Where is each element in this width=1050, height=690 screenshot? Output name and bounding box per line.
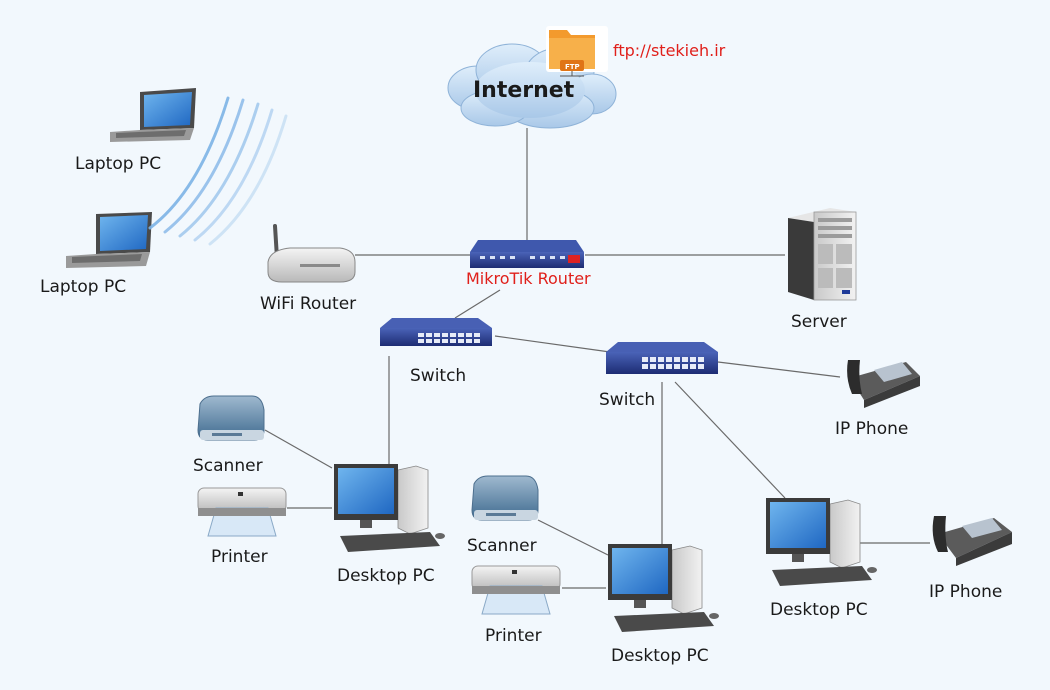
ip-phone-2[interactable]: IP Phone bbox=[929, 516, 1012, 602]
ip-phone-label: IP Phone bbox=[929, 582, 1002, 602]
scanner-label: Scanner bbox=[467, 536, 537, 556]
switch-2[interactable]: Switch bbox=[599, 342, 718, 410]
laptop-label: Laptop PC bbox=[40, 277, 126, 297]
laptop-icon bbox=[110, 88, 196, 142]
desktop-1[interactable]: Desktop PC bbox=[334, 464, 445, 586]
scanner-icon bbox=[197, 395, 265, 441]
desktop-pc-icon bbox=[766, 498, 877, 586]
link-router-switch1 bbox=[454, 289, 501, 319]
laptop-label: Laptop PC bbox=[75, 154, 161, 174]
laptop-2[interactable]: Laptop PC bbox=[40, 212, 152, 297]
laptop-1[interactable]: Laptop PC bbox=[75, 88, 196, 174]
laptop-icon bbox=[66, 212, 152, 268]
switch-1[interactable]: Switch bbox=[380, 318, 492, 386]
printer-1[interactable]: Printer bbox=[197, 487, 287, 567]
ip-phone-label: IP Phone bbox=[835, 419, 908, 439]
scanner-2[interactable]: Scanner bbox=[467, 475, 539, 556]
mikrotik-router[interactable]: MikroTik Router bbox=[466, 240, 591, 288]
wifi-signal-icon bbox=[148, 96, 288, 246]
server-icon bbox=[788, 208, 857, 301]
switch-icon bbox=[606, 342, 718, 374]
link-switch2-desktop3 bbox=[674, 381, 786, 499]
scanner-1[interactable]: Scanner bbox=[193, 395, 265, 476]
printer-icon bbox=[471, 565, 561, 615]
desktop-pc-label: Desktop PC bbox=[337, 566, 435, 586]
scanner-label: Scanner bbox=[193, 456, 263, 476]
server[interactable]: Server bbox=[788, 208, 857, 332]
printer-icon bbox=[197, 487, 287, 537]
desktop-3[interactable]: Desktop PC bbox=[766, 498, 877, 620]
ip-phone-icon bbox=[932, 516, 1012, 566]
link-switch2-phone1 bbox=[717, 361, 841, 378]
router-label: MikroTik Router bbox=[466, 269, 591, 288]
desktop-pc-label: Desktop PC bbox=[770, 600, 868, 620]
internet-label: Internet bbox=[473, 78, 575, 103]
router-icon bbox=[470, 240, 584, 268]
wifi-router-icon bbox=[267, 224, 356, 283]
server-label: Server bbox=[791, 312, 847, 332]
desktop-pc-icon bbox=[334, 464, 445, 552]
printer-label: Printer bbox=[485, 626, 542, 646]
link-switch1-switch2 bbox=[494, 335, 611, 353]
printer-2[interactable]: Printer bbox=[471, 565, 561, 646]
desktop-pc-icon bbox=[608, 544, 719, 632]
wifi-router-label: WiFi Router bbox=[260, 294, 356, 314]
internet-cloud: Internet bbox=[447, 43, 617, 129]
desktop-pc-label: Desktop PC bbox=[611, 646, 709, 666]
ip-phone-1[interactable]: IP Phone bbox=[835, 360, 920, 439]
printer-label: Printer bbox=[211, 547, 268, 567]
cloud-icon bbox=[447, 43, 617, 129]
scanner-icon bbox=[471, 475, 539, 521]
switch-icon bbox=[380, 318, 492, 346]
ip-phone-icon bbox=[847, 360, 920, 408]
link-scanner1-desktop1 bbox=[264, 429, 333, 469]
wifi-router[interactable]: WiFi Router bbox=[260, 224, 356, 314]
ftp-url-label[interactable]: ftp://stekieh.ir bbox=[613, 41, 726, 60]
link-scanner2-desktop2 bbox=[537, 519, 609, 556]
ftp-folder-icon: FTP bbox=[546, 26, 608, 77]
switch-label: Switch bbox=[599, 390, 655, 410]
network-links bbox=[264, 128, 930, 589]
desktop-2[interactable]: Desktop PC bbox=[608, 544, 719, 666]
ftp-badge: FTP bbox=[565, 63, 580, 71]
switch-label: Switch bbox=[410, 366, 466, 386]
